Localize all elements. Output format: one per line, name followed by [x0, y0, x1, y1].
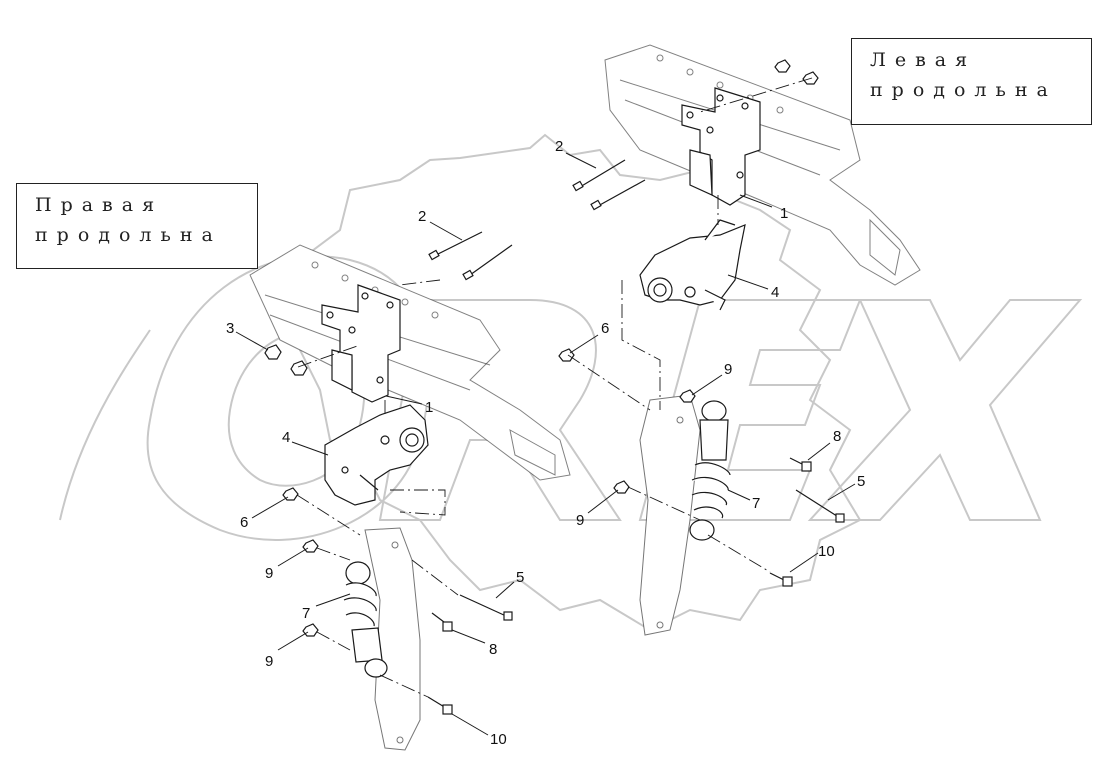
callout-1-top: 1 — [780, 205, 789, 222]
callout-1-bottom: 1 — [425, 399, 434, 416]
callout-3: 3 — [226, 320, 235, 337]
callout-6-left: 6 — [240, 514, 249, 531]
callout-2-top: 2 — [555, 138, 564, 155]
right-cab-lock — [324, 404, 429, 506]
left-longitudinal-member-label: Левая продольна — [851, 38, 1092, 125]
left-bracket — [681, 87, 761, 206]
callout-4-top: 4 — [771, 284, 780, 301]
callout-8-bottom: 8 — [489, 641, 498, 658]
callout-9-top: 9 — [724, 361, 733, 378]
right-label-line2: продольна — [35, 224, 222, 246]
right-bracket — [321, 284, 401, 403]
left-label-line1: Левая — [870, 49, 977, 71]
callout-9-left-b: 9 — [265, 653, 274, 670]
right-longitudinal-member-label: Правая продольна — [16, 183, 258, 269]
callout-5-bottom: 5 — [516, 569, 525, 586]
left-label-line2: продольна — [870, 79, 1057, 101]
callout-7-top: 7 — [752, 495, 761, 512]
bolts — [427, 159, 845, 715]
callout-10-bottom: 10 — [490, 731, 507, 748]
left-shock-absorber — [689, 400, 731, 541]
left-support-arm — [639, 394, 701, 636]
right-label-line1: Правая — [35, 194, 164, 216]
callout-9-mid: 9 — [576, 512, 585, 529]
callout-10-top: 10 — [818, 543, 835, 560]
left-cab-lock — [639, 219, 746, 311]
callout-8-top: 8 — [833, 428, 842, 445]
callout-4-left: 4 — [282, 429, 291, 446]
callout-leaders — [235, 152, 856, 736]
callout-9-left-a: 9 — [265, 565, 274, 582]
callout-7-bottom: 7 — [302, 605, 311, 622]
assembly-axis-lines — [296, 77, 813, 698]
callout-2-left: 2 — [418, 208, 427, 225]
right-shock-absorber — [343, 561, 388, 678]
callout-6-top: 6 — [601, 320, 610, 337]
callout-5-top: 5 — [857, 473, 866, 490]
